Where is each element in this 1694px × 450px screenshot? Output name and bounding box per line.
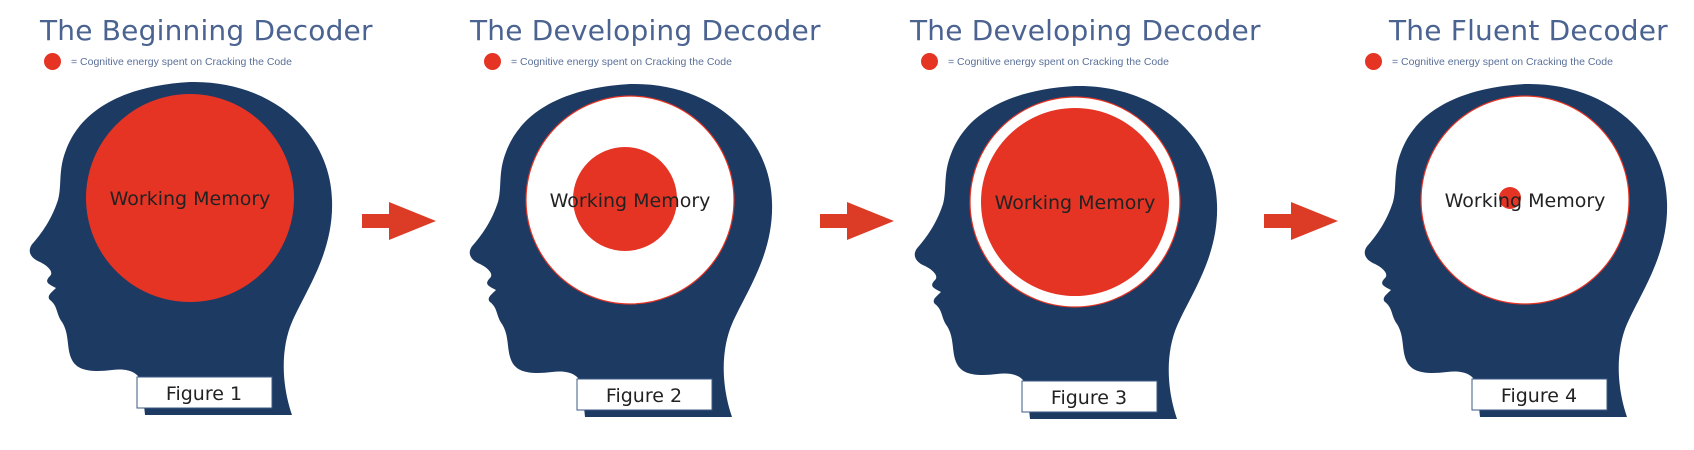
- head-figure-3: Working Memory Figure 3: [914, 85, 1218, 419]
- working-memory-label: Working Memory: [1445, 190, 1606, 212]
- figure-label: Figure 4: [1501, 385, 1577, 407]
- figure-label: Figure 2: [606, 385, 682, 407]
- head-figure-1: Working Memory Figure 1: [29, 81, 333, 415]
- legend-text: = Cognitive energy spent on Cracking the…: [511, 55, 732, 68]
- head-figure-2: Working Memory Figure 2: [469, 83, 773, 417]
- figure-label-box: [136, 376, 273, 409]
- working-memory-label: Working Memory: [550, 190, 711, 212]
- cognitive-energy-circle: [1499, 187, 1521, 209]
- working-memory-label: Working Memory: [110, 188, 271, 210]
- arrow-right-icon: [820, 202, 894, 240]
- legend: = Cognitive energy spent on Cracking the…: [921, 53, 1169, 70]
- red-dot-icon: [44, 53, 61, 70]
- working-memory-circle: [1420, 95, 1630, 305]
- legend: = Cognitive energy spent on Cracking the…: [44, 53, 292, 70]
- red-dot-icon: [921, 53, 938, 70]
- legend: = Cognitive energy spent on Cracking the…: [1365, 53, 1613, 70]
- figure-label-box: [1021, 380, 1158, 413]
- figure-label: Figure 3: [1051, 387, 1127, 409]
- figure-label-box: [576, 378, 713, 411]
- legend: = Cognitive energy spent on Cracking the…: [484, 53, 732, 70]
- red-dot-icon: [484, 53, 501, 70]
- cognitive-energy-circle: [981, 108, 1169, 296]
- red-dot-icon: [1365, 53, 1382, 70]
- cognitive-energy-circle: [573, 147, 677, 251]
- legend-text: = Cognitive energy spent on Cracking the…: [948, 55, 1169, 68]
- panel-title: The Fluent Decoder: [1389, 14, 1668, 47]
- panel-title: The Developing Decoder: [910, 14, 1261, 47]
- working-memory-label: Working Memory: [995, 192, 1156, 214]
- figure-label: Figure 1: [166, 383, 242, 405]
- figure-label-box: [1471, 378, 1608, 411]
- panel-title: The Developing Decoder: [470, 14, 821, 47]
- working-memory-circle: [86, 94, 294, 302]
- panel-title: The Beginning Decoder: [40, 14, 373, 47]
- head-figure-4: Working Memory Figure 4: [1364, 83, 1668, 417]
- arrow-right-icon: [362, 202, 436, 240]
- legend-text: = Cognitive energy spent on Cracking the…: [1392, 55, 1613, 68]
- arrow-right-icon: [1264, 202, 1338, 240]
- legend-text: = Cognitive energy spent on Cracking the…: [71, 55, 292, 68]
